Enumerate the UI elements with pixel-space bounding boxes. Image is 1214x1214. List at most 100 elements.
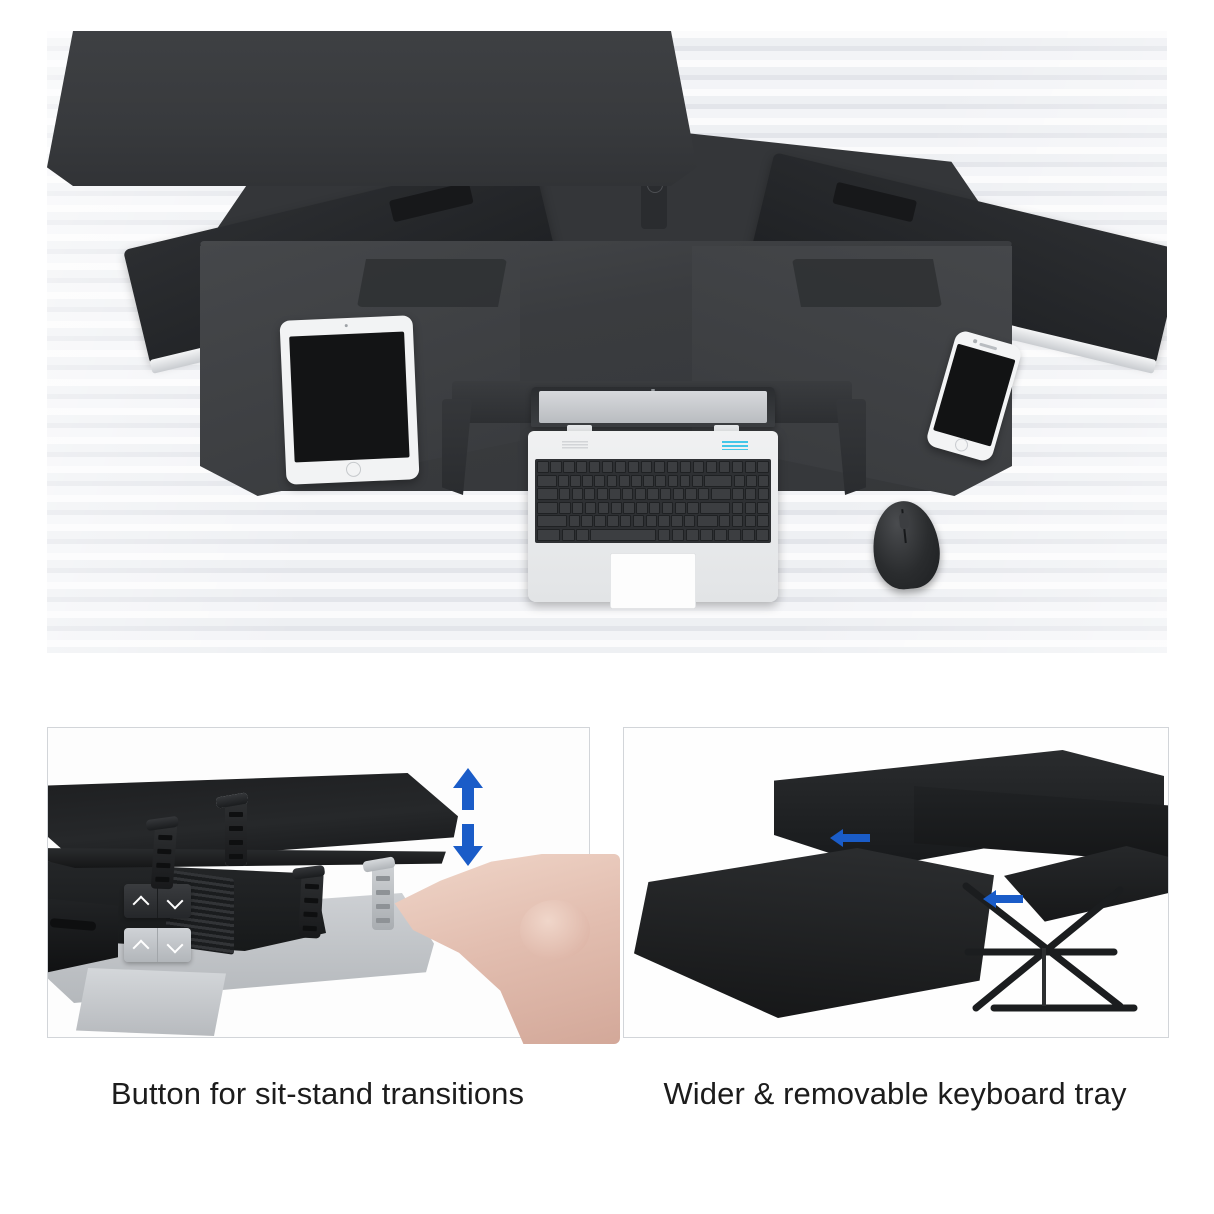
tablet-front-camera	[344, 324, 348, 328]
keyboard-key	[700, 501, 731, 514]
keyboard-key	[609, 488, 621, 501]
keyboard-key	[558, 488, 571, 501]
keyboard-key	[657, 528, 671, 541]
scissor-lift-mechanism	[962, 882, 1138, 1012]
laptop-status-leds	[722, 441, 748, 450]
laptop-base	[528, 431, 778, 609]
keyboard-key	[655, 474, 667, 487]
keyboard-key	[648, 501, 661, 514]
keyboard-row	[537, 461, 770, 473]
keyboard-key	[581, 515, 593, 528]
keyboard-key	[589, 528, 657, 541]
keyboard-key	[623, 501, 635, 514]
keyboard-key	[570, 474, 581, 487]
tray-bracket-front	[298, 871, 324, 939]
keyboard-key	[584, 501, 597, 514]
keyboard-key	[757, 461, 770, 473]
tray-bracket-center	[225, 800, 247, 866]
keyboard-key	[719, 515, 731, 528]
phone-front-camera	[972, 338, 978, 344]
chevron-down-icon-ghost	[167, 938, 182, 953]
keyboard-key	[685, 528, 699, 541]
laptop-hinge-right	[714, 425, 739, 435]
keyboard-key	[575, 461, 588, 473]
keyboard-key	[744, 501, 757, 514]
keyboard-key	[756, 528, 769, 541]
keyboard-key	[685, 488, 697, 501]
keyboard-key	[671, 528, 685, 541]
keyboard-key	[627, 461, 640, 473]
keyboard-key	[692, 461, 705, 473]
chevron-down-icon	[167, 894, 182, 909]
hero-product-image	[47, 31, 1167, 653]
keyboard-key	[634, 488, 646, 501]
chevron-up-icon-ghost	[133, 938, 148, 953]
caption-sit-stand-button: Button for sit-stand transitions	[110, 1076, 525, 1111]
keyboard-key	[697, 488, 710, 501]
up-down-arrow-icon	[453, 768, 483, 866]
keyboard-key	[568, 515, 581, 528]
laptop-speaker-grille	[562, 441, 588, 450]
keyboard-key	[679, 474, 691, 487]
height-control-buttons[interactable]	[124, 884, 191, 918]
raise-button-ghost	[124, 928, 157, 962]
keyboard-key	[618, 474, 630, 487]
keyboard-key	[537, 515, 568, 528]
keyboard-key	[757, 515, 769, 528]
keyboard-key	[601, 461, 614, 473]
keyboard-key	[597, 501, 610, 514]
cable-trough-left	[357, 259, 507, 307]
keyboard-key	[731, 515, 744, 528]
keyboard-key	[718, 461, 731, 473]
keyboard-key	[537, 501, 558, 514]
phone-earpiece-speaker	[979, 342, 998, 350]
keyboard-key	[757, 501, 769, 514]
keyboard-key	[614, 461, 627, 473]
keyboard-key	[643, 474, 654, 487]
keyboard-key	[731, 501, 744, 514]
keyboard-key	[610, 501, 622, 514]
keyboard-tray-deck	[47, 31, 697, 186]
keyboard-key	[710, 488, 732, 501]
keyboard-key	[582, 474, 594, 487]
keyboard-key	[666, 461, 679, 473]
keyboard-key	[537, 488, 558, 501]
laptop-keyboard	[535, 459, 771, 543]
keyboard-key	[731, 461, 744, 473]
keyboard-key	[596, 488, 609, 501]
keyboard-key	[645, 515, 657, 528]
keyboard-key	[672, 488, 684, 501]
laptop-device	[528, 387, 778, 609]
keyboard-key	[674, 501, 686, 514]
shelf-port-left	[388, 181, 474, 223]
keyboard-key	[571, 488, 583, 501]
keyboard-key	[636, 501, 648, 514]
keyboard-key	[607, 515, 619, 528]
keyboard-key	[705, 461, 718, 473]
keyboard-key	[572, 501, 584, 514]
keyboard-row	[537, 528, 769, 541]
chevron-up-icon	[133, 894, 148, 909]
lower-button[interactable]	[157, 884, 191, 918]
keyboard-key	[691, 474, 703, 487]
arrow-left-icon-upper	[830, 829, 870, 847]
keyboard-key	[757, 488, 769, 501]
keyboard-key	[704, 474, 733, 487]
keyboard-key	[588, 461, 601, 473]
tablet-home-button	[345, 461, 362, 478]
keyboard-key	[622, 488, 634, 501]
keyboard-key	[745, 488, 757, 501]
feature-panel-keyboard-tray	[623, 727, 1169, 1038]
mechanism-ghost-lowered	[76, 968, 226, 1036]
keyboard-key	[660, 488, 672, 501]
cable-trough-right	[792, 259, 942, 307]
keyboard-key	[606, 474, 618, 487]
laptop-lid	[531, 387, 775, 427]
keyboard-key	[594, 515, 606, 528]
keyboard-key	[619, 515, 632, 528]
raise-button[interactable]	[124, 884, 157, 918]
keyboard-key	[744, 515, 757, 528]
keyboard-key	[537, 461, 549, 473]
keyboard-key	[696, 515, 718, 528]
keyboard-row	[537, 488, 769, 501]
